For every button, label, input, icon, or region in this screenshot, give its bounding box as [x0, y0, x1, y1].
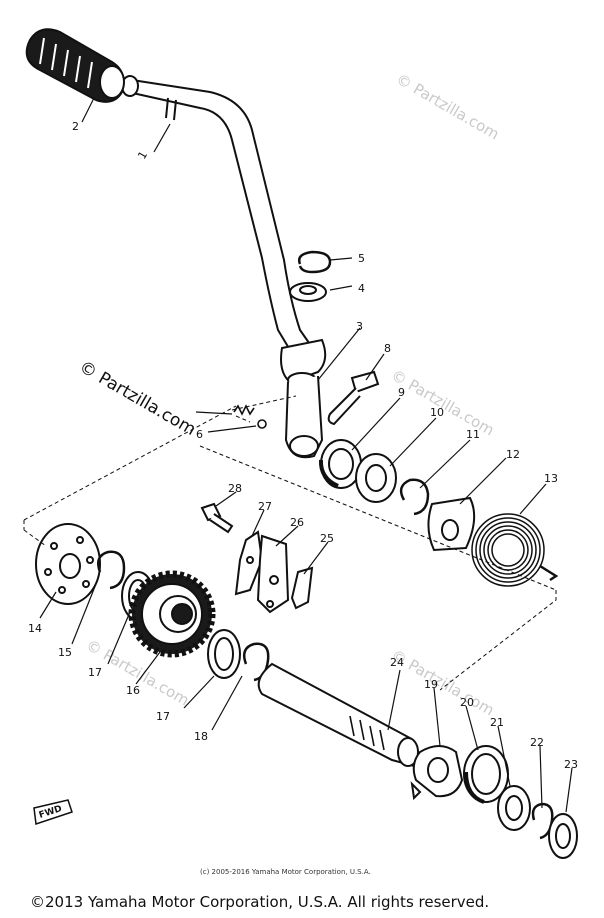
watermark-dark: © Partzilla.com — [76, 357, 200, 440]
label-part-12: 12 — [506, 448, 520, 461]
label-part-11: 11 — [466, 428, 480, 441]
label-part-17-upper: 17 — [88, 666, 102, 679]
label-part-14: 14 — [28, 622, 42, 635]
copyright-footer: ©2013 Yamaha Motor Corporation, U.S.A. A… — [30, 893, 489, 911]
watermark-lower-right: © Partzilla.com — [388, 646, 497, 719]
circlip-5 — [298, 250, 332, 274]
washer-10 — [355, 453, 397, 503]
washer-23 — [548, 813, 578, 859]
assembly-guide-lines — [23, 395, 557, 691]
label-part-24: 24 — [390, 656, 404, 669]
guide-25 — [290, 566, 314, 610]
label-part-27: 27 — [258, 500, 272, 513]
bolt-28 — [200, 502, 234, 534]
label-part-26: 26 — [290, 516, 304, 529]
spring-and-ball — [233, 404, 267, 429]
bolt-8 — [327, 370, 380, 426]
torsion-spring-13 — [471, 513, 559, 587]
label-part-28: 28 — [228, 482, 242, 495]
kick-lever-arm — [121, 75, 316, 351]
label-part-9: 9 — [398, 386, 405, 399]
washer-17-lower — [207, 629, 241, 679]
washer-21 — [497, 785, 531, 831]
watermark-top-right: © Partzilla.com — [393, 70, 502, 143]
label-part-20: 20 — [460, 696, 474, 709]
label-part-19: 19 — [424, 678, 438, 691]
label-part-13: 13 — [544, 472, 558, 485]
label-part-17-lower: 17 — [156, 710, 170, 723]
label-part-23: 23 — [564, 758, 578, 771]
label-part-5: 5 — [358, 252, 365, 265]
label-part-1: 1 — [135, 149, 150, 162]
label-part-16: 16 — [126, 684, 140, 697]
lever-boss — [280, 338, 327, 459]
circlip-22 — [531, 802, 554, 840]
washer-4 — [289, 282, 327, 302]
plate-26 — [256, 534, 290, 614]
small-copyright-text: (c) 2005-2016 Yamaha Motor Corporation, … — [200, 868, 371, 876]
label-part-2: 2 — [72, 120, 79, 133]
label-part-25: 25 — [320, 532, 334, 545]
label-part-6: 6 — [196, 428, 203, 441]
circlip-15 — [97, 550, 126, 590]
stopper-27 — [234, 530, 264, 596]
watermark-middle-right: © Partzilla.com — [388, 366, 497, 439]
leader-lines — [39, 97, 573, 813]
part-number-labels: 1 2 3 4 5 6 8 9 10 11 12 13 14 15 16 17 … — [28, 120, 578, 771]
label-part-3: 3 — [356, 320, 363, 333]
label-part-22: 22 — [530, 736, 544, 749]
kick-shaft-24 — [257, 662, 420, 768]
kick-grip — [25, 28, 125, 103]
circlip-11 — [399, 478, 430, 516]
label-part-21: 21 — [490, 716, 504, 729]
label-part-4: 4 — [358, 282, 365, 295]
plate-14 — [35, 523, 101, 605]
forward-direction-indicator: FWD — [33, 799, 73, 826]
label-part-10: 10 — [430, 406, 444, 419]
ring-20 — [463, 745, 509, 804]
kick-gear-16 — [128, 570, 216, 658]
label-part-18: 18 — [194, 730, 208, 743]
label-part-8: 8 — [384, 342, 391, 355]
spring-guide-12 — [427, 496, 476, 552]
ratchet-19 — [410, 745, 464, 801]
label-part-15: 15 — [58, 646, 72, 659]
